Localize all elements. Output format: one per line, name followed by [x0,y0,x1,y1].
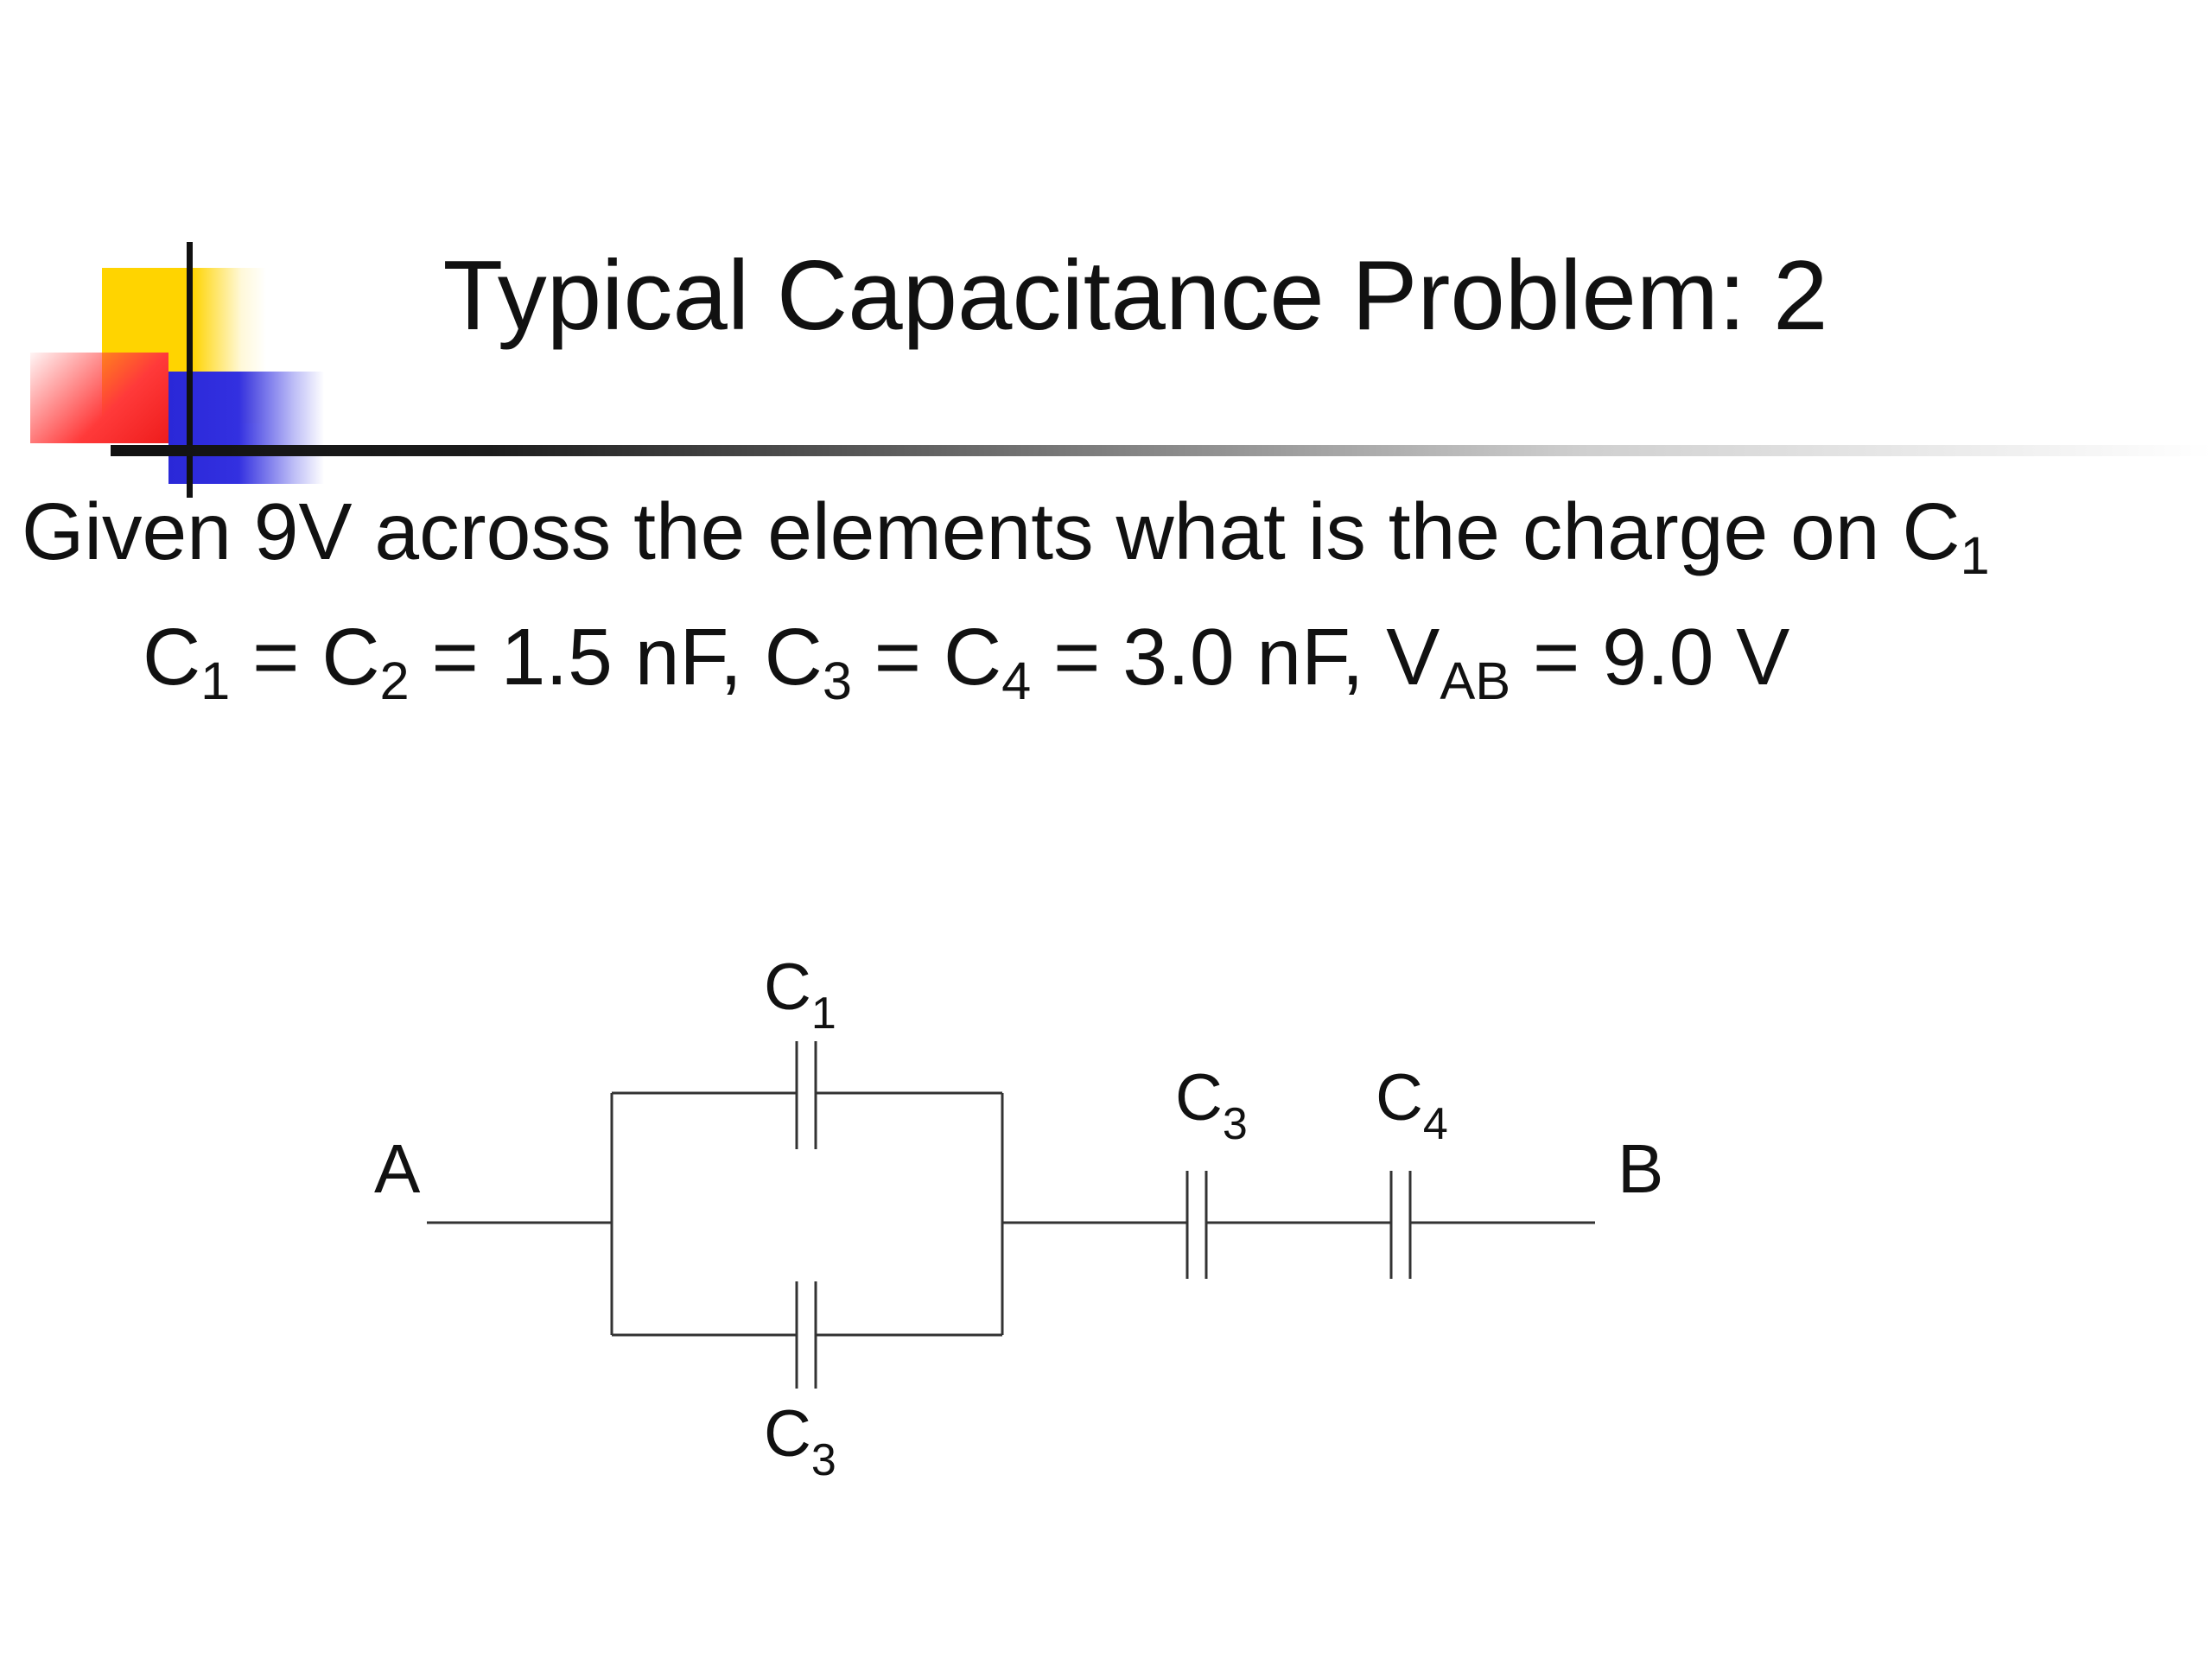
given-term: C3 = [764,612,944,712]
capacitor-c4-label: C4 [1376,1061,1448,1149]
question-text: Given 9V across the elements what is the… [22,484,1990,582]
capacitor-c1-symbol [795,1041,817,1149]
given-values: C1 = C2 = 1.5 nF, C3 = C4 = 3.0 nF, VAB … [143,609,1790,712]
capacitor-c4-symbol [1389,1171,1412,1279]
circuit-wires [427,1091,1595,1337]
capacitor-c3-parallel-label: C3 [764,1397,836,1485]
capacitor-c3-series-symbol [1185,1171,1208,1279]
capacitor-c3-parallel-symbol [795,1281,817,1389]
given-term: C1 = [143,612,322,712]
capacitor-c1-label: C1 [764,950,836,1039]
title-underline-rule [111,445,2212,456]
question-subscript: 1 [1960,526,1990,587]
decorative-blue-square [168,372,324,484]
terminal-b-label: B [1618,1130,1663,1207]
capacitor-c3-series-label: C3 [1175,1061,1248,1149]
given-term: C4 = 3.0 nF, [943,612,1387,712]
question-main: Given 9V across the elements what is the… [22,486,1961,576]
decorative-red-square [30,353,168,443]
slide-title: Typical Capacitance Problem: 2 [442,241,1828,351]
terminal-a-label: A [374,1130,421,1207]
decorative-vertical-line [187,242,193,498]
given-term: VAB = 9.0 V [1386,612,1790,712]
given-term: C2 = 1.5 nF, [321,612,765,712]
